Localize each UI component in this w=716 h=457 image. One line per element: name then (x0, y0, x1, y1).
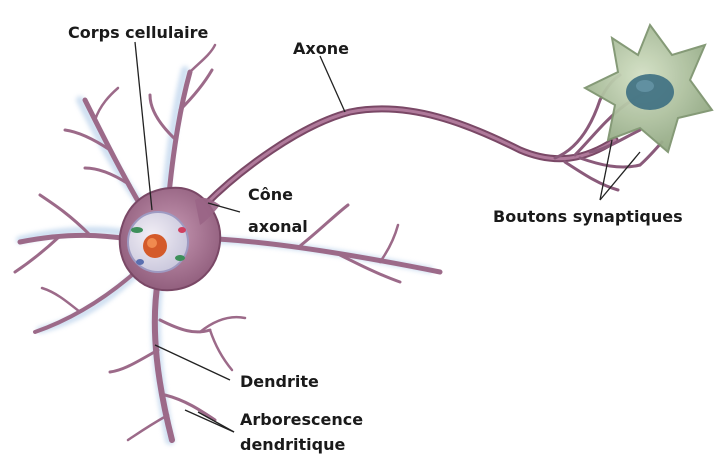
label-arbor-line2: dendritique (240, 435, 346, 454)
label-dendrite: Dendrite (240, 372, 319, 391)
nucleus (128, 212, 188, 272)
leader-axon (320, 56, 345, 112)
leader-soma (135, 42, 152, 210)
neuron-halo (20, 70, 430, 440)
target-cell (585, 25, 712, 152)
label-axon: Axone (293, 39, 349, 58)
label-terminals: Boutons synaptiques (493, 207, 683, 226)
label-arbor-line1: Arborescence (240, 410, 363, 429)
leader-arbor-2 (198, 412, 234, 432)
label-hillock-line1: Cône (248, 185, 293, 204)
label-soma: Corps cellulaire (68, 23, 209, 42)
target-nucleus (626, 74, 674, 110)
leader-arbor-1 (185, 410, 234, 432)
leader-terminal-2 (600, 152, 640, 200)
label-hillock-line2: axonal (248, 217, 308, 236)
